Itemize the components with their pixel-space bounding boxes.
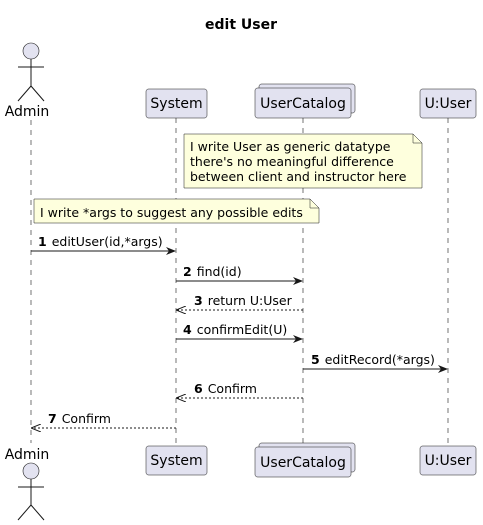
- actor-head-icon: [22, 42, 40, 60]
- usercatalog-box-bottom: UserCatalog: [254, 442, 356, 478]
- user-label-top: U:User: [425, 96, 472, 112]
- admin-label-bottom: Admin: [5, 447, 50, 463]
- note-args: I write *args to suggest any possible ed…: [33, 198, 320, 224]
- admin-actor-bottom: [17, 462, 45, 521]
- system-box-bottom: System: [145, 445, 208, 476]
- user-box-bottom: U:User: [419, 445, 477, 476]
- user-box-top: U:User: [419, 88, 477, 119]
- system-label-top: System: [150, 96, 202, 112]
- diagram-title: edit User: [205, 17, 277, 33]
- admin-label-top: Admin: [5, 104, 50, 120]
- actor-head-icon: [22, 462, 40, 480]
- note1-line2: there's no meaningful difference: [190, 154, 394, 169]
- note2-text: I write *args to suggest any possible ed…: [40, 205, 303, 220]
- usercatalog-box-top: UserCatalog: [254, 83, 356, 119]
- note-generic-datatype: I write User as generic datatype there's…: [183, 133, 423, 189]
- note1-line3: between client and instructor here: [190, 169, 407, 184]
- system-box-top: System: [145, 88, 208, 119]
- admin-actor-top: [17, 42, 45, 102]
- note1-line1: I write User as generic datatype: [190, 139, 391, 154]
- system-label-bottom: System: [150, 453, 202, 469]
- usercatalog-label-bottom: UserCatalog: [260, 455, 346, 471]
- user-label-bottom: U:User: [425, 453, 472, 469]
- usercatalog-label-top: UserCatalog: [260, 96, 346, 112]
